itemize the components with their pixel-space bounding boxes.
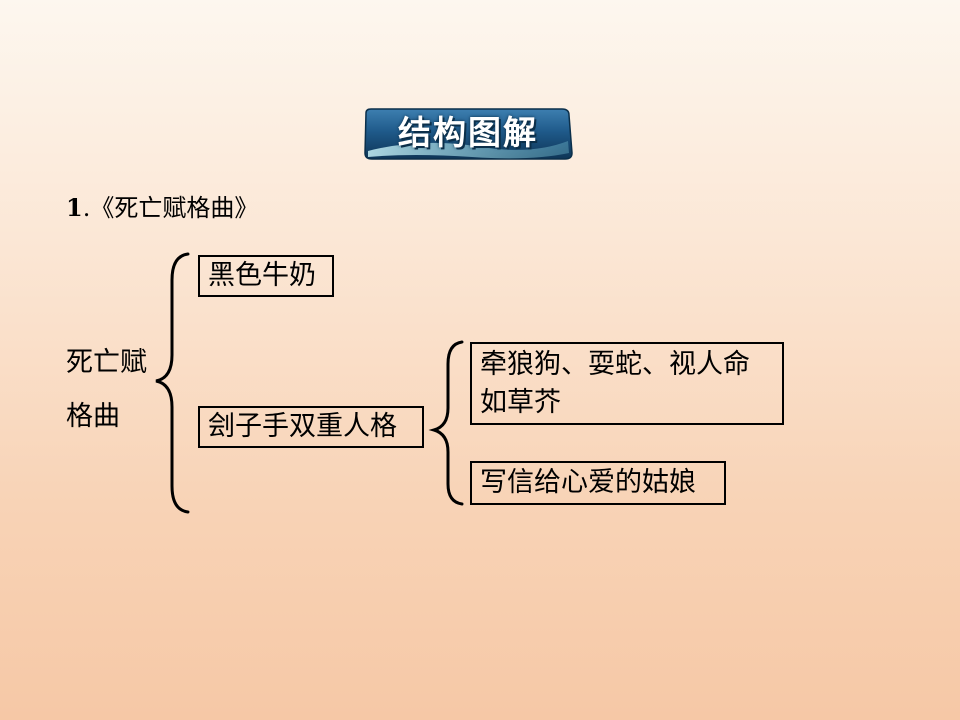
section-banner: 结构图解 <box>362 107 574 161</box>
root-label-line2: 格曲 <box>66 401 120 432</box>
sub-label-letter: 写信给心爱的姑娘 <box>480 467 696 498</box>
section-number: 1 <box>66 193 83 222</box>
section-title: .《死亡赋格曲》 <box>82 194 259 222</box>
sub-box-cruelty: 牵狼狗、耍蛇、视人命 如草芥 <box>470 342 784 425</box>
banner-shape <box>364 108 573 160</box>
root-label-line1: 死亡赋 <box>66 347 147 378</box>
branch-label-executioner: 刽子手双重人格 <box>208 411 397 442</box>
sub-label-cruelty-line2: 如草芥 <box>480 387 561 418</box>
sub-brace <box>428 340 464 506</box>
root-brace <box>155 252 190 514</box>
branch-label-black-milk: 黑色牛奶 <box>208 260 316 291</box>
sub-label-cruelty-line1: 牵狼狗、耍蛇、视人命 <box>480 349 750 380</box>
banner-title: 结构图解 <box>398 113 538 152</box>
branch-box-black-milk: 黑色牛奶 <box>198 255 334 297</box>
branch-box-executioner: 刽子手双重人格 <box>198 406 424 448</box>
sub-box-letter: 写信给心爱的姑娘 <box>470 461 726 505</box>
section-heading: 1.《死亡赋格曲》 <box>66 188 258 223</box>
